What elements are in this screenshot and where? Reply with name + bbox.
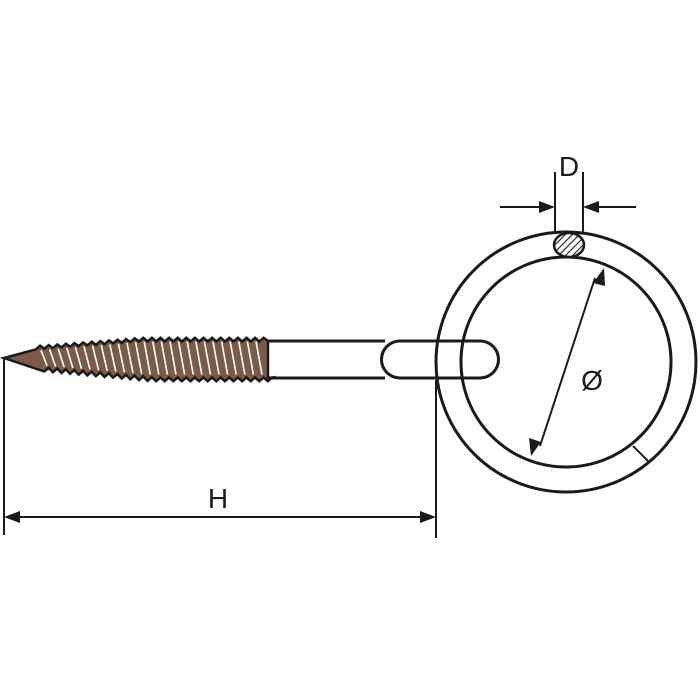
dimension-diameter: Ø bbox=[529, 268, 605, 456]
ring-joint-seam bbox=[632, 445, 649, 462]
arrow-head-diameter-top bbox=[593, 268, 605, 286]
thread-groove bbox=[246, 341, 255, 375]
arrow-head-diameter-bottom bbox=[529, 438, 541, 456]
thread-groove bbox=[40, 349, 48, 367]
wire-cross-section bbox=[552, 231, 586, 259]
screw-shank bbox=[268, 339, 500, 380]
thread-groove bbox=[238, 341, 246, 375]
thread-groove bbox=[126, 342, 134, 374]
thread-groove bbox=[74, 347, 83, 369]
eye-loop bbox=[380, 339, 500, 380]
thread-groove bbox=[220, 341, 229, 375]
dimension-label-diameter: Ø bbox=[581, 365, 603, 396]
thread-groove bbox=[255, 341, 263, 375]
dimension-d: D bbox=[500, 151, 636, 234]
thread-groove bbox=[186, 341, 194, 375]
thread-groove bbox=[134, 342, 143, 374]
thread-groove bbox=[100, 344, 108, 372]
screw-thread bbox=[0, 336, 277, 383]
thread-groove bbox=[48, 349, 57, 367]
arrow-head-right bbox=[420, 511, 436, 523]
ring-inner-circle bbox=[459, 255, 673, 469]
thread-groove bbox=[66, 347, 74, 369]
thread-groove bbox=[203, 341, 212, 375]
thread-groove bbox=[143, 341, 151, 375]
thread-groove bbox=[212, 341, 220, 375]
thread-groove bbox=[160, 341, 169, 375]
thread-groove bbox=[91, 345, 100, 371]
arrow-head-d-left bbox=[539, 201, 555, 213]
dimension-label-d: D bbox=[559, 151, 579, 182]
ring bbox=[434, 230, 698, 494]
ring-outer-circle bbox=[434, 230, 698, 494]
arrow-head-d-right bbox=[583, 201, 599, 213]
thread-groove bbox=[57, 348, 65, 368]
dimension-label-h: H bbox=[208, 483, 228, 514]
thread-groove bbox=[117, 343, 126, 373]
thread-groove bbox=[169, 341, 177, 375]
thread-groove bbox=[152, 341, 160, 375]
thread-groove bbox=[177, 341, 186, 375]
thread-groove bbox=[229, 341, 237, 375]
thread-groove bbox=[83, 346, 91, 370]
thread-groove bbox=[109, 344, 117, 372]
arrow-head-left bbox=[4, 511, 20, 523]
thread-groove bbox=[195, 341, 203, 375]
dimension-line-diameter bbox=[539, 277, 596, 447]
dimension-h: H bbox=[3, 358, 437, 538]
